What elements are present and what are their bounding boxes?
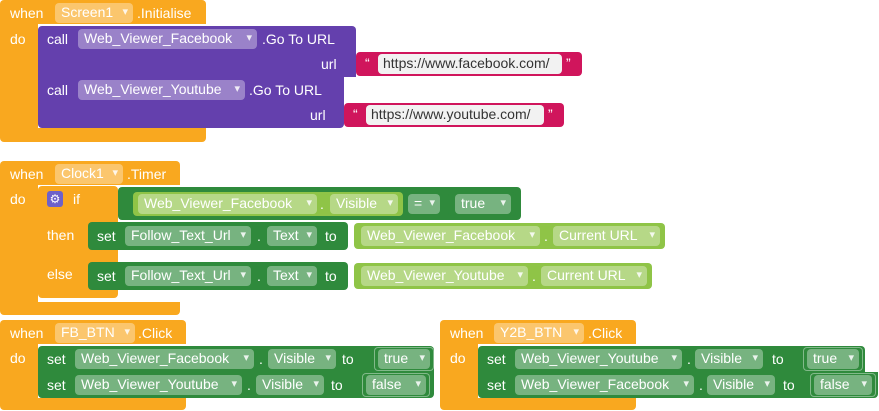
goto-url-method-label: .Go To URL bbox=[249, 82, 322, 98]
visible-property-dropdown[interactable]: Visible bbox=[695, 349, 763, 369]
visible-property-dropdown[interactable]: Visible bbox=[256, 375, 324, 395]
to-label: to bbox=[325, 268, 337, 284]
call-block-body bbox=[38, 50, 356, 77]
web-viewer-facebook-dropdown[interactable]: Web_Viewer_Facebook bbox=[78, 29, 257, 49]
false-value-dropdown[interactable]: false bbox=[814, 375, 872, 395]
when-label: when bbox=[10, 5, 44, 21]
to-label: to bbox=[772, 351, 784, 367]
dot-separator: . bbox=[544, 228, 548, 244]
clock-timer-footer bbox=[0, 302, 180, 315]
do-label: do bbox=[10, 350, 26, 366]
web-viewer-youtube-dropdown[interactable]: Web_Viewer_Youtube bbox=[75, 375, 242, 395]
dot-separator: . bbox=[247, 377, 251, 393]
y2b-btn-footer bbox=[440, 398, 636, 410]
url-arg-label: url bbox=[321, 56, 337, 72]
visible-property-dropdown[interactable]: Visible bbox=[707, 375, 775, 395]
when-label: when bbox=[450, 325, 484, 341]
true-value-dropdown[interactable]: true bbox=[807, 349, 859, 369]
timer-event-label: .Timer bbox=[127, 166, 167, 182]
gear-icon[interactable]: ⚙ bbox=[47, 191, 63, 207]
web-viewer-youtube-dropdown[interactable]: Web_Viewer_Youtube bbox=[515, 349, 682, 369]
clock1-component-dropdown[interactable]: Clock1 bbox=[55, 164, 123, 184]
set-label: set bbox=[97, 268, 116, 284]
true-value-dropdown[interactable]: true bbox=[455, 194, 511, 214]
to-label: to bbox=[331, 377, 343, 393]
equals-operator-dropdown[interactable]: = bbox=[408, 194, 440, 214]
visible-property-dropdown[interactable]: Visible bbox=[268, 349, 336, 369]
y2b-btn-component-dropdown[interactable]: Y2B_BTN bbox=[494, 323, 584, 343]
dot-separator: . bbox=[687, 351, 691, 367]
dot-separator: . bbox=[699, 377, 703, 393]
web-viewer-facebook-dropdown[interactable]: Web_Viewer_Facebook bbox=[75, 349, 254, 369]
y2b-btn-body-rail bbox=[440, 344, 478, 404]
true-value-dropdown[interactable]: true bbox=[378, 349, 430, 369]
set-label: set bbox=[47, 351, 66, 367]
when-label: when bbox=[10, 325, 44, 341]
clock-timer-body-rail bbox=[0, 185, 38, 305]
fb-btn-body-rail bbox=[0, 344, 38, 404]
goto-url-method-label: .Go To URL bbox=[262, 31, 335, 47]
follow-text-url-dropdown[interactable]: Follow_Text_Url bbox=[125, 266, 251, 286]
screen-initialise-footer bbox=[0, 128, 206, 142]
to-label: to bbox=[783, 377, 795, 393]
call-block-body bbox=[38, 101, 344, 128]
web-viewer-facebook-dropdown[interactable]: Web_Viewer_Facebook bbox=[138, 194, 317, 214]
click-event-label: .Click bbox=[138, 325, 173, 341]
screen-initialise-body-rail bbox=[0, 24, 38, 134]
do-label: do bbox=[10, 31, 26, 47]
do-label: do bbox=[450, 350, 466, 366]
fb-btn-component-dropdown[interactable]: FB_BTN bbox=[55, 323, 135, 343]
dot-separator: . bbox=[259, 351, 263, 367]
web-viewer-facebook-dropdown[interactable]: Web_Viewer_Facebook bbox=[515, 375, 694, 395]
dot-separator: . bbox=[320, 196, 324, 212]
web-viewer-youtube-dropdown[interactable]: Web_Viewer_Youtube bbox=[361, 266, 528, 286]
then-label: then bbox=[47, 227, 75, 243]
text-property-dropdown[interactable]: Text bbox=[267, 226, 317, 246]
follow-text-url-dropdown[interactable]: Follow_Text_Url bbox=[125, 226, 251, 246]
fb-btn-footer bbox=[0, 398, 186, 410]
when-label: when bbox=[10, 166, 44, 182]
initialise-event-label: .Initialise bbox=[137, 5, 192, 21]
set-label: set bbox=[97, 228, 116, 244]
set-label: set bbox=[47, 377, 66, 393]
dot-separator: . bbox=[257, 268, 261, 284]
dot-separator: . bbox=[257, 228, 261, 244]
youtube-url-field[interactable]: https://www.youtube.com/ bbox=[366, 105, 544, 125]
to-label: to bbox=[342, 351, 354, 367]
dot-separator: . bbox=[532, 268, 536, 284]
if-label: if bbox=[73, 191, 80, 207]
set-label: set bbox=[487, 351, 506, 367]
quote-open: “ bbox=[353, 106, 358, 122]
current-url-property-dropdown[interactable]: Current URL bbox=[553, 226, 660, 246]
call-label: call bbox=[47, 31, 69, 47]
current-url-property-dropdown[interactable]: Current URL bbox=[541, 266, 647, 286]
call-label: call bbox=[47, 82, 69, 98]
text-property-dropdown[interactable]: Text bbox=[267, 266, 317, 286]
set-label: set bbox=[487, 377, 506, 393]
else-label: else bbox=[47, 266, 73, 282]
facebook-url-field[interactable]: https://www.facebook.com/ bbox=[378, 54, 562, 74]
quote-close: ” bbox=[548, 106, 553, 122]
click-event-label: .Click bbox=[588, 325, 623, 341]
visible-property-dropdown[interactable]: Visible bbox=[330, 194, 398, 214]
screen1-component-dropdown[interactable]: Screen1 bbox=[55, 3, 133, 23]
to-label: to bbox=[325, 228, 337, 244]
web-viewer-youtube-dropdown[interactable]: Web_Viewer_Youtube bbox=[78, 80, 245, 100]
false-value-dropdown[interactable]: false bbox=[366, 375, 426, 395]
web-viewer-facebook-dropdown[interactable]: Web_Viewer_Facebook bbox=[361, 226, 540, 246]
quote-open: “ bbox=[365, 55, 370, 71]
url-arg-label: url bbox=[310, 107, 326, 123]
do-label: do bbox=[10, 191, 26, 207]
quote-close: ” bbox=[566, 55, 571, 71]
